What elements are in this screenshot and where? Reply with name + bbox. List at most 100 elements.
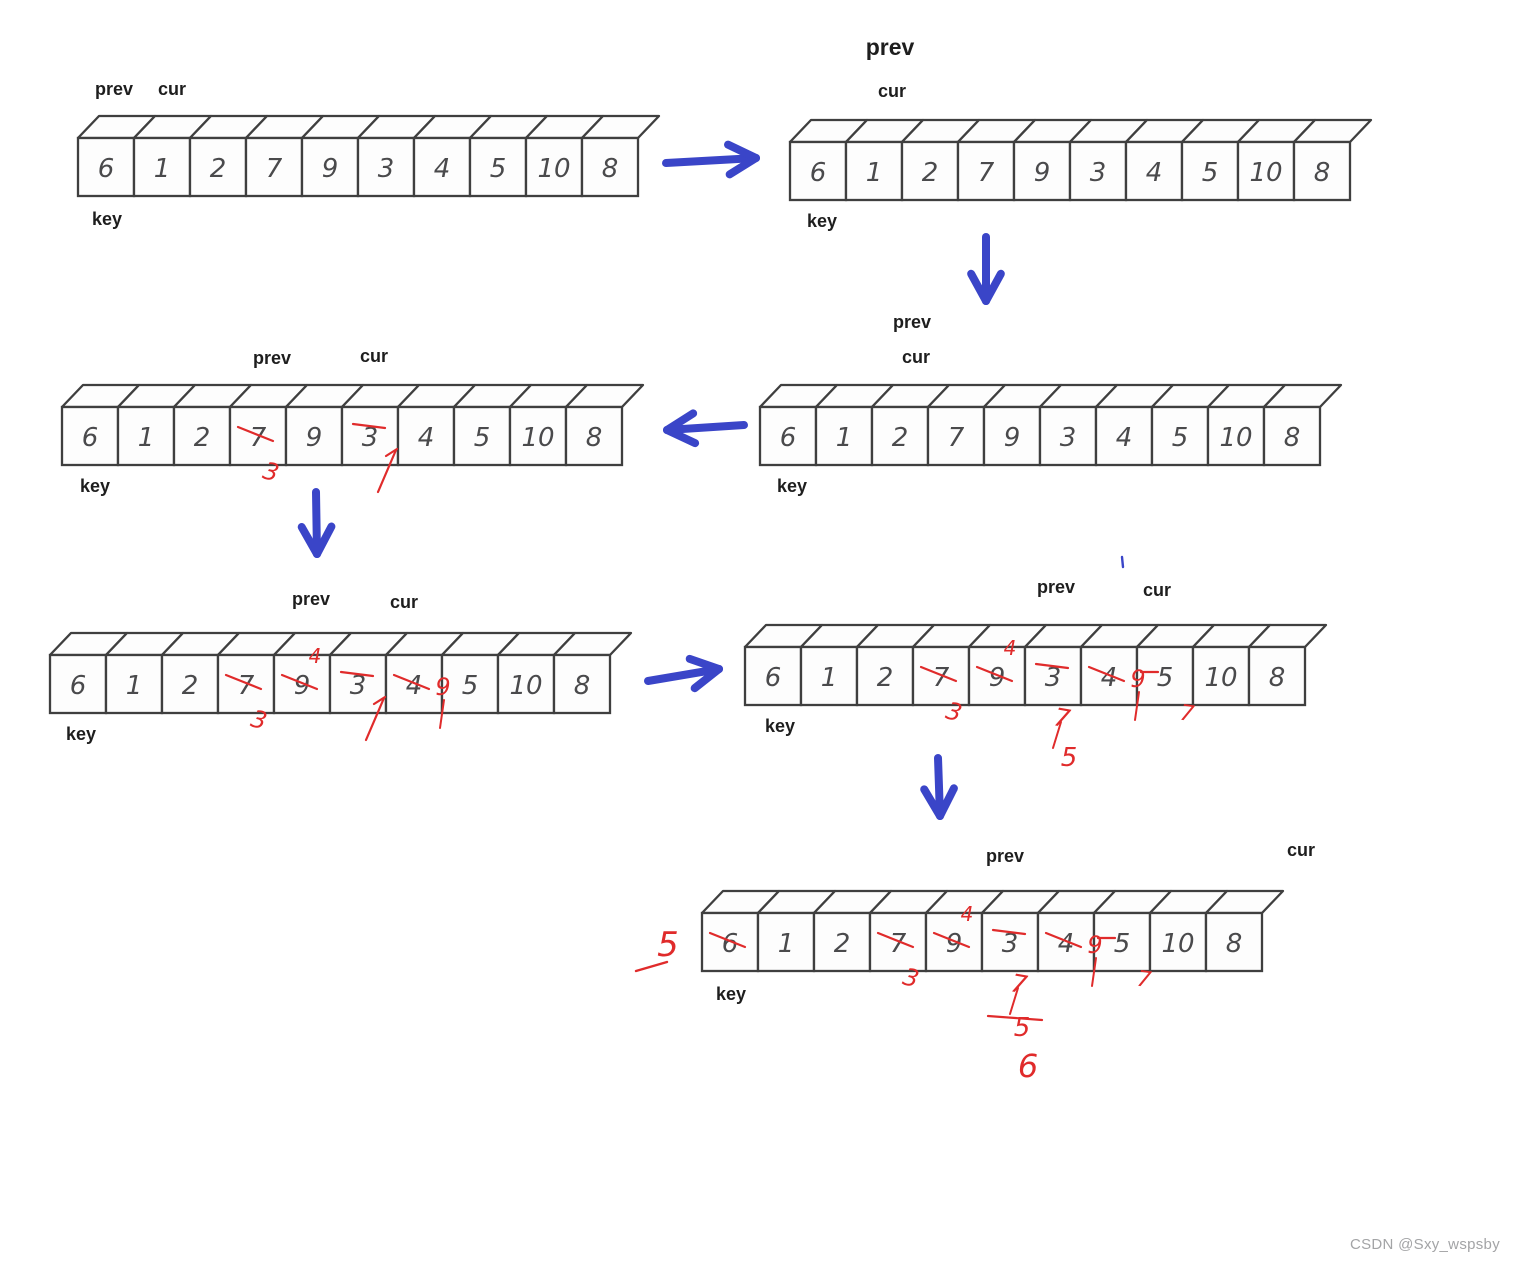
- array-cell: [1012, 140, 1072, 202]
- cell-value: 9: [989, 663, 1006, 693]
- array-cell: [452, 405, 512, 467]
- arrow-shaft: [662, 154, 760, 167]
- up-arrow-mark: [384, 447, 399, 458]
- flow-arrow: [967, 233, 1005, 305]
- arrow-shaft: [663, 421, 748, 434]
- cell-value: 10: [1249, 158, 1282, 188]
- strike-mark: [1034, 662, 1070, 670]
- label-prev: prev: [986, 846, 1024, 866]
- cell-value: 10: [537, 154, 570, 184]
- array-cell: [758, 405, 818, 467]
- cell-value: 9: [294, 671, 311, 701]
- red-annotation: 3: [876, 931, 922, 994]
- array-cell: [48, 653, 108, 715]
- cell-value: 7: [948, 423, 965, 453]
- label-key: key: [66, 724, 96, 744]
- handwritten-digit: 9: [1130, 665, 1145, 693]
- arrow-barb: [967, 269, 990, 305]
- cell-value: 4: [1101, 663, 1118, 693]
- digit-tail: [1052, 721, 1062, 749]
- cell-value: 5: [1114, 929, 1131, 959]
- array-cell: [580, 136, 640, 198]
- cell-value: 4: [434, 154, 451, 184]
- array-cell: [1038, 405, 1098, 467]
- cell-value: 6: [82, 423, 99, 453]
- cell-value: 10: [1161, 929, 1194, 959]
- up-arrow-mark: [376, 448, 398, 494]
- cell-value: 10: [521, 423, 554, 453]
- strike-mark: [1044, 931, 1083, 949]
- array-cell: [980, 911, 1040, 973]
- up-arrow-mark: [372, 695, 387, 706]
- cell-value: 7: [250, 423, 267, 453]
- handwritten-digit: 3: [943, 696, 965, 727]
- cell-value: 1: [138, 423, 155, 453]
- cell-value: 2: [210, 154, 227, 184]
- handwritten-digit: 3: [900, 962, 922, 993]
- array-cell: [1247, 645, 1307, 707]
- label-key: key: [765, 716, 795, 736]
- strike-mark: [280, 673, 319, 691]
- watermark: CSDN @Sxy_wspsby: [1349, 1236, 1500, 1253]
- handwritten-digit: 5: [657, 925, 679, 965]
- cell-value: 5: [1157, 663, 1174, 693]
- cell-value: 3: [378, 154, 395, 184]
- cell-value: 6: [765, 663, 782, 693]
- array-cell: [814, 405, 874, 467]
- red-annotation: [339, 670, 387, 742]
- red-annotation: 9: [392, 673, 451, 729]
- handwritten-digit: 7: [1009, 968, 1030, 999]
- array-cell: [468, 136, 528, 198]
- cell-value: 1: [821, 663, 838, 693]
- red-annotation: 3: [919, 665, 965, 728]
- cell-value: 9: [322, 154, 339, 184]
- cell-value: 1: [154, 154, 171, 184]
- array-cell: [1236, 140, 1296, 202]
- cell-value: 5: [474, 423, 491, 453]
- cell-value: 10: [1219, 423, 1252, 453]
- label-prev: prev: [893, 312, 931, 332]
- label-cur: cur: [902, 347, 930, 367]
- cell-value: 1: [778, 929, 795, 959]
- cell-value: 6: [780, 423, 797, 453]
- handwritten-digit: 5: [1014, 1013, 1031, 1043]
- handwritten-digit: 7: [1135, 967, 1152, 994]
- strike-mark: [236, 425, 275, 443]
- handwritten-digit: 4: [961, 902, 974, 926]
- arrow-barb: [982, 269, 1005, 305]
- stray-mark: [634, 960, 669, 973]
- handwritten-digit: 9: [435, 673, 450, 701]
- cell-value: 4: [1116, 423, 1133, 453]
- array-cell: [132, 136, 192, 198]
- cell-value: 7: [266, 154, 283, 184]
- red-annotation: [708, 931, 747, 949]
- arrow-shaft: [312, 488, 321, 558]
- cell-value: 1: [836, 423, 853, 453]
- arrow-shaft: [934, 754, 944, 820]
- label-key: key: [92, 209, 122, 229]
- cell-value: 3: [350, 671, 367, 701]
- array-cell: [1094, 405, 1154, 467]
- arrow-shaft: [644, 665, 723, 685]
- cell-value: 8: [574, 671, 591, 701]
- array-cell: [284, 405, 344, 467]
- red-annotation: 4: [280, 644, 321, 691]
- red-annotation: 3: [224, 673, 270, 736]
- label-cur: cur: [390, 592, 418, 612]
- array-cell: [564, 405, 624, 467]
- cell-value: 5: [490, 154, 507, 184]
- label-prev: prev: [95, 79, 133, 99]
- flow-arrow: [297, 488, 336, 558]
- cell-value: 6: [722, 929, 739, 959]
- label-key: key: [80, 476, 110, 496]
- cell-value: 8: [1284, 423, 1301, 453]
- handwritten-digit: 4: [1004, 636, 1017, 660]
- cell-value: 2: [834, 929, 851, 959]
- array-cell: [855, 645, 915, 707]
- array-cell: [1262, 405, 1322, 467]
- array-cell: [396, 405, 456, 467]
- cell-value: 9: [1034, 158, 1051, 188]
